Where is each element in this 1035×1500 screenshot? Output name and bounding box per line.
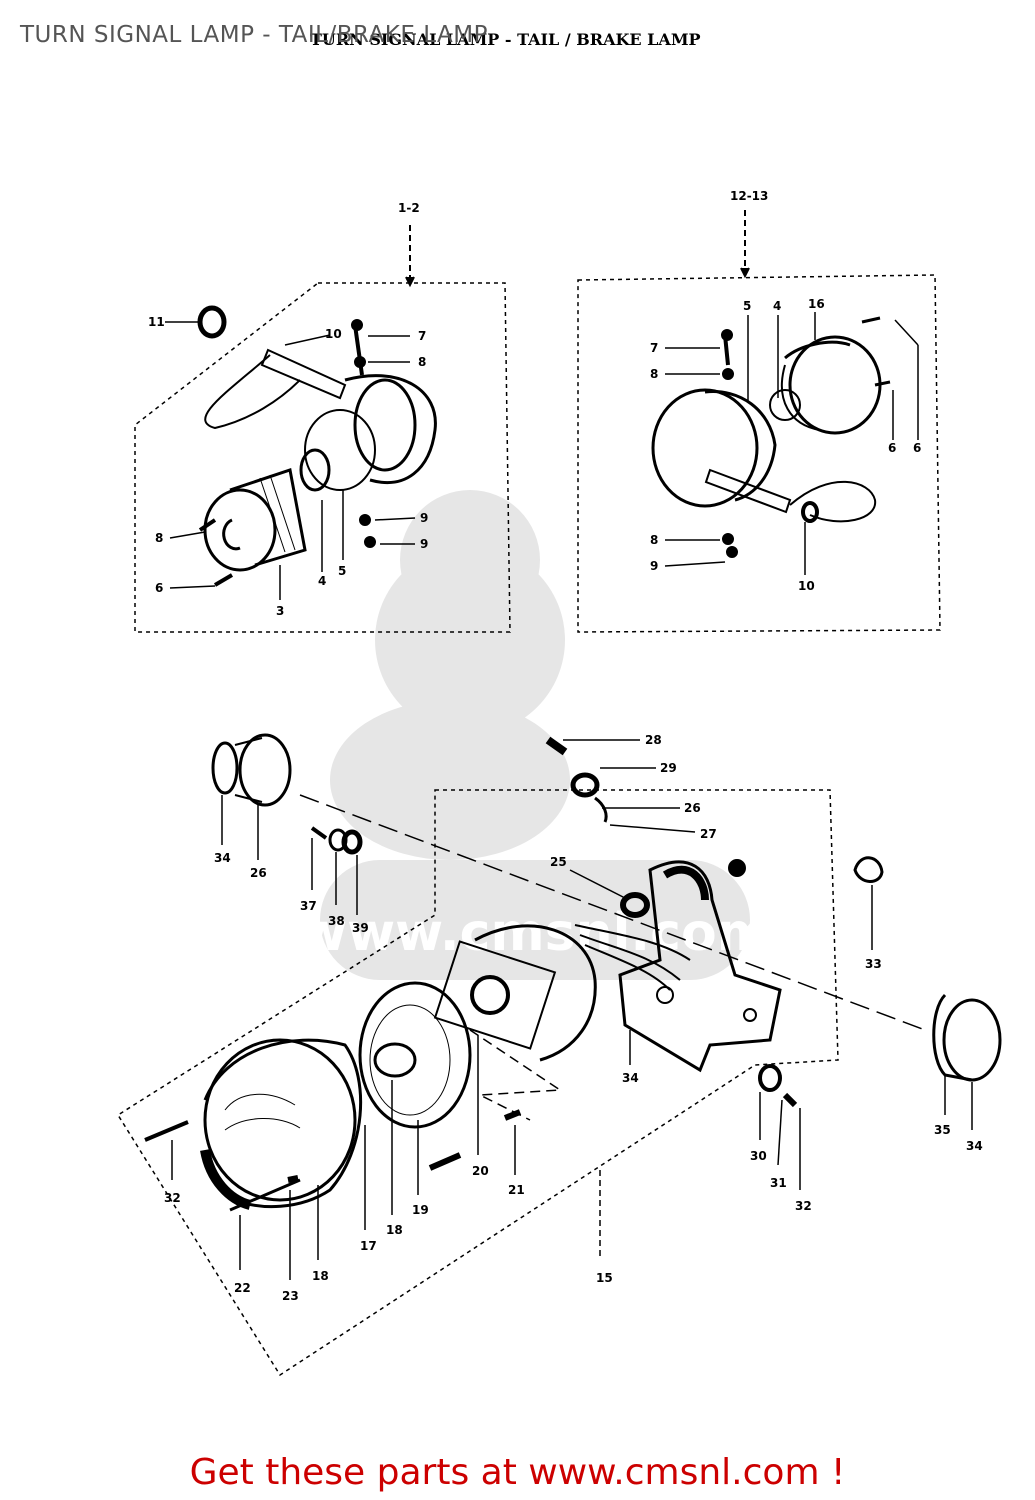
part-label: 5 [743,299,751,313]
part-label: 8 [650,533,658,547]
part-label: 11 [148,315,165,329]
part-label: 9 [650,559,658,573]
part-label: 38 [328,914,345,928]
part-label: 34 [214,851,231,865]
part-label: 20 [472,1164,489,1178]
part-label: 31 [770,1176,787,1190]
part-label: 25 [550,855,567,869]
page-title: TURN SIGNAL LAMP - TAIL/BRAKE LAMP [20,22,488,48]
tail-lamp-group [116,733,1002,1377]
footer-link[interactable]: Get these parts at www.cmsnl.com ! [189,1452,846,1493]
part-label: 28 [645,733,662,747]
part-label: 18 [386,1223,403,1237]
group-label-rear: 12-13 [730,189,768,203]
part-label: 22 [234,1281,251,1295]
part-label: 34 [622,1071,639,1085]
part-label: 7 [418,329,426,343]
part-label: 32 [164,1191,181,1205]
part-label: 26 [684,801,701,815]
part-labels: 11 10 7 8 8 6 9 9 4 5 3 5 4 16 7 8 6 6 8… [148,297,983,1303]
part-label: 37 [300,899,317,913]
part-label: 26 [250,866,267,880]
group-label-tail: 15 [596,1271,613,1285]
part-label: 9 [420,511,428,525]
part-label: 7 [650,341,658,355]
part-label: 8 [650,367,658,381]
watermark-text: www.cmsnl.com [299,903,771,963]
part-label: 39 [352,921,369,935]
part-label: 21 [508,1183,525,1197]
front-turn-signal-group [134,225,511,633]
part-label: 29 [660,761,677,775]
part-label: 4 [318,574,326,588]
part-label: 6 [913,441,921,455]
part-label: 19 [412,1203,429,1217]
part-label: 30 [750,1149,767,1163]
part-label: 8 [418,355,426,369]
part-label: 10 [325,327,342,341]
part-label: 17 [360,1239,377,1253]
part-label: 16 [808,297,825,311]
part-label: 23 [282,1289,299,1303]
part-label: 6 [888,441,896,455]
scan-heading: TURN SIGNAL LAMP - TAIL / BRAKE LAMP [310,30,701,49]
part-label: 9 [420,537,428,551]
part-label: 34 [966,1139,983,1153]
rear-turn-signal-group [577,210,941,633]
part-label: 6 [155,581,163,595]
part-label: 33 [865,957,882,971]
part-label: 3 [276,604,284,618]
part-label: 18 [312,1269,329,1283]
watermark-logo: www.cmsnl.com [299,490,771,980]
part-label: 10 [798,579,815,593]
part-label: 27 [700,827,717,841]
part-label: 32 [795,1199,812,1213]
part-label: 4 [773,299,781,313]
part-label: 35 [934,1123,951,1137]
part-label: 5 [338,564,346,578]
group-label-front: 1-2 [398,201,420,215]
part-label: 8 [155,531,163,545]
